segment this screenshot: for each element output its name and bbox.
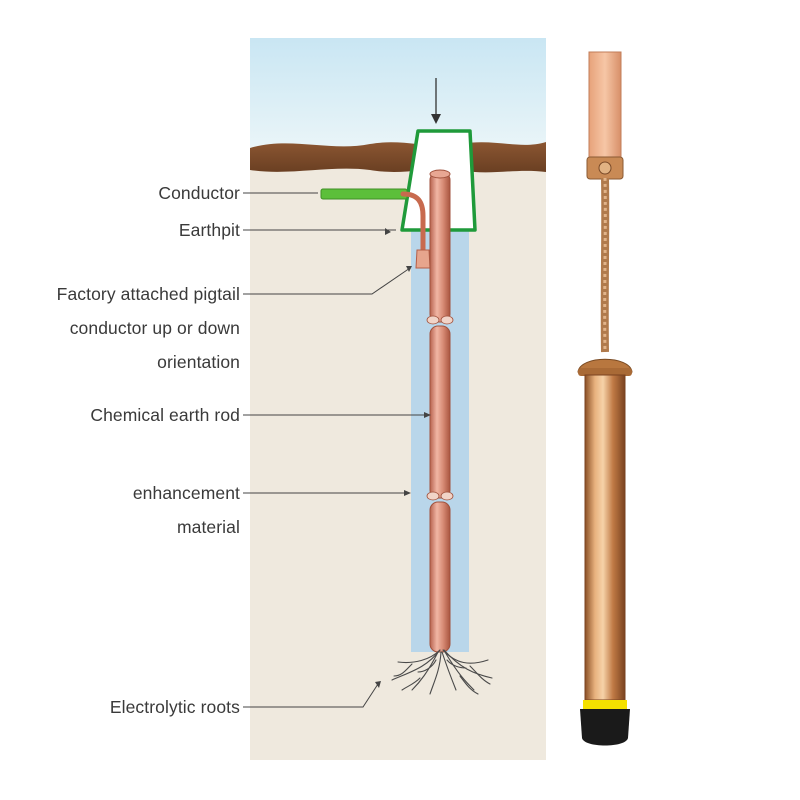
label-earthpit: Earthpit	[178, 220, 240, 240]
arrow-down-icon	[431, 78, 441, 124]
pigtail-conductor	[400, 191, 426, 265]
label-conductor: Conductor	[158, 183, 240, 203]
label-pigtail-line-3: orientation	[157, 352, 240, 372]
label-pigtail-line-2: conductor up or down	[69, 318, 240, 338]
diagram-panel	[250, 38, 546, 760]
label-electrolytic-roots: Electrolytic roots	[109, 697, 240, 717]
green-conductor	[320, 188, 408, 200]
label-enhancement-line-1: enhancement	[132, 483, 240, 503]
electrolytic-roots	[391, 649, 493, 695]
leader-lines	[243, 192, 431, 708]
label-pigtail-line-1: Factory attached pigtail	[56, 284, 240, 304]
label-enhancement: enhancement material	[133, 476, 240, 544]
chemical-earth-rod	[426, 169, 454, 653]
label-enhancement-line-2: material	[176, 517, 240, 537]
label-pigtail: Factory attached pigtail conductor up or…	[57, 277, 240, 379]
earthing-electrode-product	[577, 51, 633, 746]
label-chemical-earth-rod: Chemical earth rod	[90, 405, 240, 425]
